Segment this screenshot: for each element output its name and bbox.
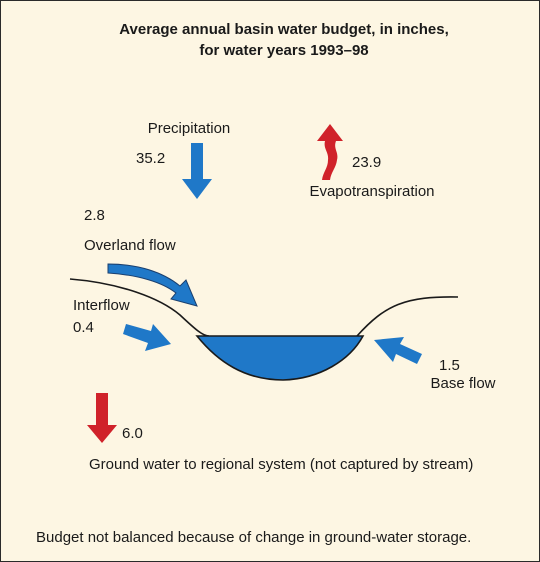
overland-flow-label: Overland flow — [84, 237, 176, 254]
regional-groundwater-value: 6.0 — [122, 425, 143, 442]
base-flow-label: Base flow — [430, 375, 495, 392]
base-flow-arrow — [374, 337, 422, 364]
title-line-2: for water years 1993–98 — [199, 42, 368, 59]
precipitation-value: 35.2 — [136, 150, 165, 167]
title-line-1: Average annual basin water budget, in in… — [119, 21, 449, 38]
evapotranspiration-value: 23.9 — [352, 154, 381, 171]
base-flow-value: 1.5 — [439, 357, 460, 374]
precipitation-label: Precipitation — [148, 120, 231, 137]
land-surface-line — [69, 278, 210, 337]
interflow-label: Interflow — [73, 297, 130, 314]
evapotranspiration-label: Evapotranspiration — [309, 183, 434, 200]
interflow-arrow — [123, 324, 171, 351]
regional-groundwater-label: Ground water to regional system (not cap… — [89, 456, 473, 473]
overland-flow-arrow — [107, 263, 198, 307]
precipitation-arrow — [182, 143, 212, 199]
stream-channel — [195, 335, 365, 381]
interflow-value: 0.4 — [73, 319, 94, 336]
evapotranspiration-arrow — [317, 124, 343, 180]
land-surface-line-right — [356, 296, 459, 337]
overland-flow-value: 2.8 — [84, 207, 105, 224]
regional-groundwater-arrow — [87, 393, 117, 443]
footnote: Budget not balanced because of change in… — [36, 529, 471, 546]
